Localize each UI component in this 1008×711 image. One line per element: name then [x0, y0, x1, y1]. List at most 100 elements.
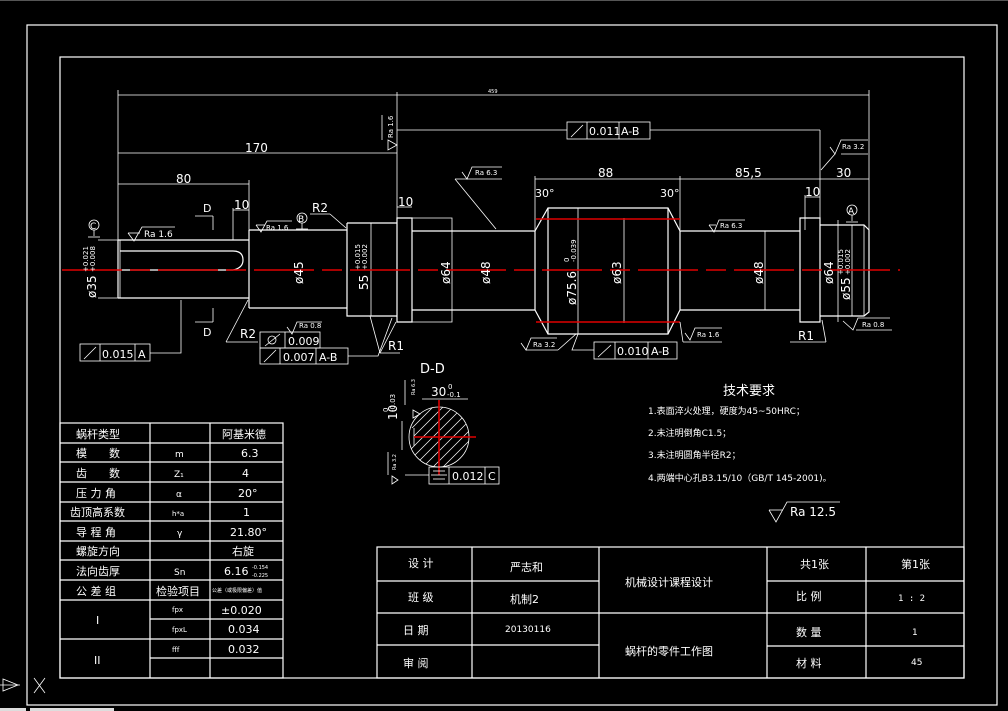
param-value: ±0.020 — [221, 604, 262, 617]
svg-text:A: A — [138, 348, 146, 361]
tech-req-title: 技术要求 — [723, 384, 775, 399]
group-label: I — [96, 614, 99, 627]
dia-55-right-label: ø55 +0.015 +0.002 — [837, 249, 853, 300]
date-label: 日 期 — [403, 624, 429, 637]
svg-text:+0.002: +0.002 — [844, 249, 852, 275]
svg-text:30: 30 — [836, 166, 851, 180]
roughness-neck-right: Ra 6.3 — [708, 219, 745, 233]
section-marker-top: D — [195, 202, 214, 230]
svg-text:Ra 0.8: Ra 0.8 — [299, 322, 321, 330]
radius-r1-left: R1 — [369, 315, 404, 354]
dim-85-5: 85,5 — [680, 166, 820, 180]
param-name: 齿顶高系数 — [70, 505, 125, 519]
svg-text:0.015: 0.015 — [102, 348, 134, 361]
status-segment — [30, 708, 114, 711]
designer-value: 严志和 — [510, 561, 543, 574]
tech-req-item: 1.表面淬火处理，硬度为45~50HRC； — [648, 405, 805, 417]
general-roughness: Ra 12.5 — [768, 501, 840, 523]
window-top-edge — [0, 0, 1008, 1]
param-symbol: α — [176, 490, 182, 500]
svg-text:-0.039: -0.039 — [570, 239, 578, 262]
svg-text:Ra 12.5: Ra 12.5 — [790, 505, 836, 519]
dim-10-keyway: 10 — [232, 198, 249, 240]
param-symbol: m — [175, 450, 184, 460]
quantity-label: 数 量 — [796, 626, 822, 639]
param-name: 公 差 组 — [76, 584, 116, 598]
runout-frame-left: 0.015 A — [79, 300, 182, 362]
param-name: 压 力 角 — [76, 487, 116, 500]
svg-text:-0.03: -0.03 — [389, 394, 397, 412]
svg-text:10: 10 — [805, 185, 820, 199]
status-strip — [0, 707, 1008, 711]
roughness-neck-left: Ra 6.3 — [454, 166, 502, 230]
param-name: 模 数 — [76, 447, 120, 460]
svg-text:+0.015: +0.015 — [354, 244, 362, 270]
cylindricity-icon — [267, 335, 277, 345]
svg-text:B: B — [298, 215, 304, 225]
svg-text:+0.015: +0.015 — [837, 249, 845, 275]
dim-459-text: 459 — [488, 89, 498, 95]
roughness-right-end: Ra 3.2 — [820, 139, 868, 171]
svg-text:-0.225: -0.225 — [252, 573, 268, 579]
svg-text:0: 0 — [382, 408, 390, 412]
param-name: 导 程 角 — [76, 526, 116, 539]
tech-requirements: 技术要求 1.表面淬火处理，硬度为45~50HRC； 2.未注明倒角C1.5； … — [648, 384, 832, 484]
svg-text:Ra 1.6: Ra 1.6 — [266, 224, 289, 232]
param-name: 螺旋方向 — [76, 544, 120, 558]
radius-r2-bottom: R2 — [225, 299, 258, 343]
dim-80: 80 — [118, 172, 250, 232]
svg-text:R1: R1 — [798, 329, 814, 343]
drawing-title: 蜗杆的零件工作图 — [625, 644, 713, 658]
dim-10-right-collar: 10 — [804, 185, 820, 230]
svg-text:-0.1: -0.1 — [447, 391, 461, 399]
svg-text:ø55: ø55 — [839, 277, 853, 300]
svg-text:0: 0 — [448, 383, 452, 391]
svg-text:Ra 3.2: Ra 3.2 — [533, 341, 555, 349]
param-value: 阿基米德 — [222, 427, 266, 441]
angle-right-text: 30° — [660, 187, 680, 200]
angle-left-text: 30° — [535, 187, 555, 200]
sheet-number: 第1张 — [901, 557, 930, 571]
param-symbol: Sn — [174, 568, 185, 578]
param-value: 21.80° — [230, 526, 267, 539]
param-value: 6.16 — [224, 565, 249, 578]
svg-text:55: 55 — [357, 275, 371, 290]
param-name: 法向齿厚 — [76, 564, 120, 578]
tech-req-item: 3.未注明圆角半径R2； — [648, 449, 741, 461]
svg-text:R2: R2 — [312, 201, 328, 215]
svg-text:R2: R2 — [240, 327, 256, 341]
tech-req-item: 2.未注明倒角C1.5； — [648, 427, 731, 439]
section-title: D-D — [420, 362, 445, 377]
svg-text:D: D — [203, 326, 211, 339]
svg-text:-0.154: -0.154 — [252, 565, 268, 571]
svg-text:10: 10 — [398, 195, 413, 209]
class-label: 班 级 — [408, 591, 434, 604]
roughness-left-journal: Ra 1.6 — [127, 226, 175, 242]
roughness-right-bottom: Ra 1.6 — [679, 321, 722, 343]
dia-63-label: ø63 — [610, 261, 624, 284]
param-symbol: fff — [172, 646, 180, 654]
param-symbol: fpxL — [172, 626, 187, 634]
svg-text:0.010: 0.010 — [617, 345, 649, 358]
date-value: 20130116 — [505, 625, 551, 635]
svg-text:ø35: ø35 — [85, 275, 99, 298]
review-label: 审 阅 — [403, 656, 429, 670]
param-value: 20° — [238, 487, 258, 500]
dia-64-left-label: ø64 — [439, 261, 453, 284]
param-value: 公差（或极限偏差）值 — [212, 587, 262, 594]
dia-55-left-label: 55 +0.015 +0.002 — [354, 244, 371, 290]
roughness-left-bearing: Ra 0.8 — [286, 321, 322, 335]
svg-text:0.007: 0.007 — [283, 351, 315, 364]
thread-runout-frame: 0.010 A-B — [571, 333, 678, 360]
dim-170: 170 — [118, 141, 397, 155]
radius-r2-top: R2 — [310, 201, 347, 229]
param-value: 1 — [243, 506, 250, 519]
svg-text:Ra 0.8: Ra 0.8 — [862, 321, 884, 329]
datum-b: B — [296, 212, 308, 230]
svg-text:Ra 6.3: Ra 6.3 — [720, 222, 742, 230]
roughness-dia45: Ra 1.6 — [255, 220, 292, 233]
section-marker-bottom: D — [195, 308, 214, 339]
svg-text:Ra 1.6: Ra 1.6 — [697, 331, 720, 339]
parameter-table: 蜗杆类型 阿基米德 模 数 m 6.3 齿 数 Z₁ 4 压 力 角 α 20°… — [59, 422, 284, 679]
